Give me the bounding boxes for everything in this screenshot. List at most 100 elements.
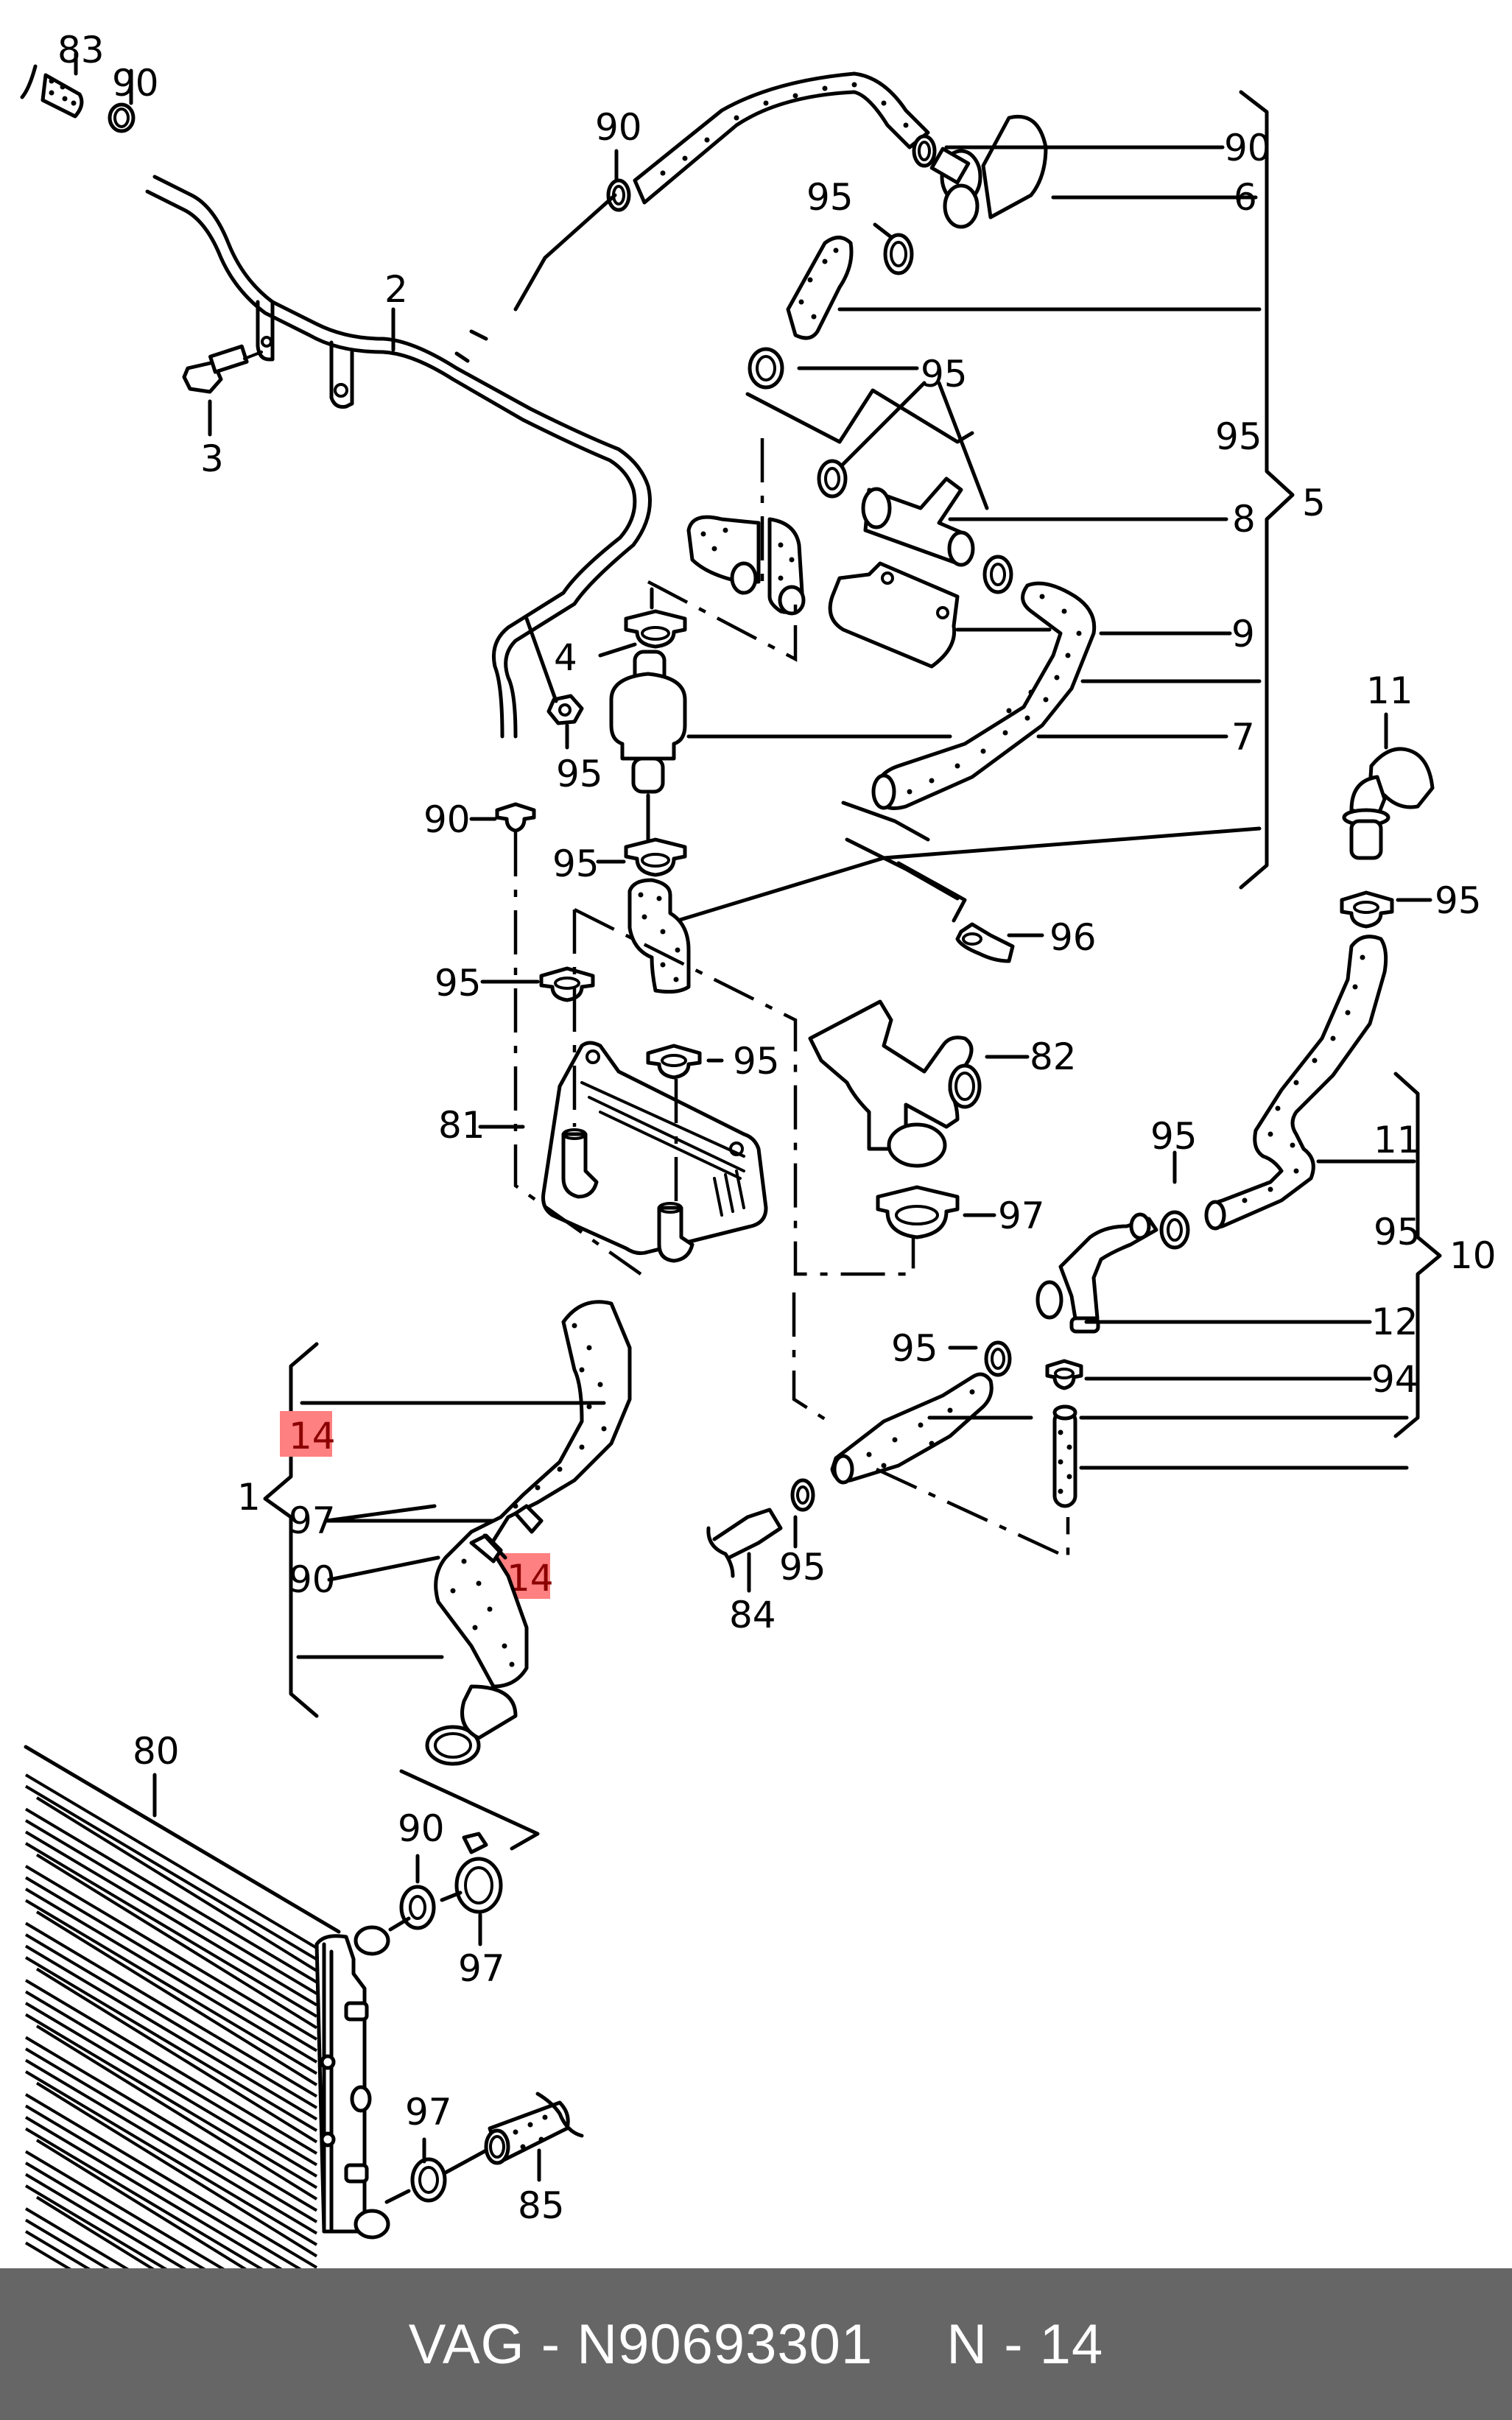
leader-14b [482,1533,507,1560]
radiator-fin-line [24,2218,110,2268]
radiator-fin-line [24,1773,318,1949]
radiator-80 [24,1745,390,2268]
pipe-84 [706,1508,783,1578]
radiator-fin-line [35,1967,318,2144]
radiator-fin-line [24,1944,318,2121]
radiator-fin-line [24,1819,318,1995]
hose-lower-right [830,1372,994,1485]
radiator-fin-line [24,2013,318,2189]
callout-95-a: 95 [806,176,854,219]
check-valve [609,650,687,794]
callout-5: 5 [1302,482,1326,524]
clamp-90-top-left [108,102,136,133]
callout-90-a: 90 [112,62,159,105]
clamp-94 [1045,1359,1083,1390]
callout-94: 94 [1371,1358,1418,1401]
callout-97-c: 97 [458,1947,505,1990]
callout-3: 3 [200,437,224,480]
radiator-fin-line [24,1888,318,2064]
clamp-95-pair-left [817,459,848,499]
position-number: 14 [1039,2312,1104,2376]
bent-hoses-pair [686,515,806,616]
radiator-fin-line [24,1807,318,1984]
radiator-fin-line [24,2162,206,2268]
leader-5-lower [675,826,1262,923]
radiator-fin-line [24,2093,318,2268]
radiator-fin-line [24,1933,318,2109]
clamp-97-c [454,1832,503,1914]
clamp-97-d [410,2157,447,2203]
callout-2: 2 [384,268,408,311]
callout-1: 1 [237,1476,261,1519]
tee-connector-12 [1035,1212,1158,1334]
callout-90-c: 90 [1224,127,1271,169]
highlight-label-14-a: 14 [289,1415,336,1457]
clamp-95-f [539,966,595,1002]
dashed-guide-right [792,1292,1070,1561]
radiator-fin-line [24,2230,91,2268]
leader-10-a [1079,1415,1409,1470]
callout-12: 12 [1371,1301,1418,1343]
leader-95b-tree [745,381,989,510]
radiator-fin-line [35,1910,318,2086]
callout-95-g: 95 [733,1040,780,1083]
clamp-97-a [876,1185,960,1239]
pipe-2 [145,175,652,739]
callout-90-f: 90 [398,1807,445,1850]
callout-7: 7 [1231,716,1255,759]
nut-4 [546,694,584,725]
radiator-fin-line [35,1853,318,2030]
callout-11-b: 11 [1374,1119,1421,1161]
bracket-10 [1393,1072,1442,1438]
callout-95-b: 95 [921,353,968,395]
leader-95e [596,793,650,864]
radiator-fin-line [35,2025,318,2201]
callout-11-a: 11 [1366,669,1413,712]
leader-90f [388,1854,420,1932]
radiator-fin-line [24,2036,318,2212]
dashed-guide-cooler [513,832,915,1276]
clamp-95-g [646,1044,702,1080]
radiator-fin-line [24,1899,318,2075]
radiator-fin-line [24,2058,318,2235]
callout-97-a: 97 [998,1195,1045,1237]
short-hose [786,236,854,340]
elbow-connector-11 [1342,747,1435,860]
radiator-fin-line [24,2184,168,2268]
leader-97c [399,1769,540,1946]
bracket-part-9 [828,561,960,669]
callout-95-f: 95 [435,962,482,1005]
position-prefix: N [946,2312,988,2376]
radiator-fin-line [24,2002,318,2178]
leader-97b [324,1504,496,1523]
clamp-95-k [984,1340,1012,1377]
radiator-fin-line [35,2139,247,2268]
radiator-fin-line [24,2047,318,2223]
clamp-95-l [790,1478,815,1512]
leader-90b [513,149,619,312]
radiator-fin-line [24,2116,283,2268]
callout-97-d: 97 [405,2091,452,2134]
bolt-3 [182,344,263,394]
callout-96: 96 [1049,916,1097,959]
callout-95-l: 95 [779,1546,826,1589]
leader-9 [955,627,1232,636]
radiator-fin-line [24,1921,318,2098]
callout-90-b: 90 [595,106,642,149]
callout-97-b: 97 [289,1499,336,1542]
thermostat-housing-82 [808,999,982,1168]
position-separator: - [1004,2312,1024,2376]
callout-95-h: 95 [1435,879,1482,922]
hose-85 [484,2092,584,2165]
clamp-95-e [624,837,687,877]
clamp-95-b [748,347,784,390]
radiator-fin-line [24,2104,302,2268]
radiator-fin-line [35,1796,318,1972]
radiator-fin-line [35,2081,318,2258]
callout-9: 9 [1231,613,1255,655]
leader-95d [598,642,637,658]
main-hose-1 [425,1300,632,1766]
hose-83 [20,64,84,119]
radiator-fin-line [24,1784,318,1961]
leader-90e [327,1555,440,1582]
